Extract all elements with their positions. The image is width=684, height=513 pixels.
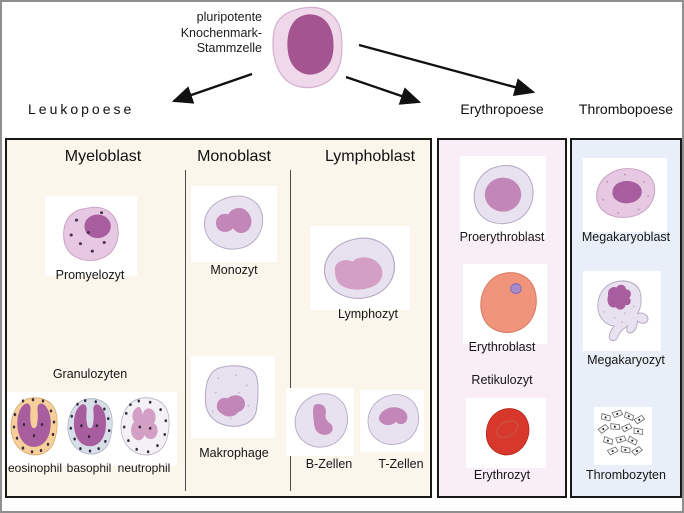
label-basophil: basophil (66, 461, 112, 475)
label-promyelozyt: Promyelozyt (55, 268, 125, 282)
label-lymphozyt: Lymphozyt (338, 307, 398, 321)
stem-cell-label: pluripotente Knochenmark- Stammzelle (150, 10, 262, 57)
stem-cell-label-line1: pluripotente (196, 10, 262, 24)
label-t-zellen: T-Zellen (378, 457, 424, 471)
erythrozyt-cell-graphic (485, 408, 530, 456)
stem-cell-label-line3: Stammzelle (196, 41, 262, 55)
eosinophil-cell-graphic (10, 397, 58, 456)
monozyt-cell-graphic (204, 195, 264, 250)
basophil-granules (69, 399, 111, 453)
stem-cell-nucleus (287, 14, 334, 75)
label-proerythroblast: Proerythroblast (459, 230, 545, 244)
label-retikulozyt: Retikulozyt (471, 373, 533, 387)
erythropoese-box: Proerythroblast Erythroblast Retikulozyt… (437, 138, 567, 498)
arrow-to-erythropoese (345, 75, 422, 105)
megakaryozyt-cell-graphic (597, 280, 649, 342)
neutrophil-nucleus (131, 406, 158, 441)
promyelozyt-cell-graphic (63, 206, 119, 261)
erythroblast-cell-graphic (480, 272, 537, 333)
t-zellen-cell-graphic (367, 394, 420, 445)
label-neutrophil: neutrophil (117, 461, 171, 475)
label-megakaryozyt: Megakaryozyt (587, 353, 665, 367)
branch-label-erythropoese: Erythropoese (460, 101, 544, 117)
header-lymphoblast: Lymphoblast (324, 148, 416, 165)
label-monozyt: Monozyt (210, 263, 258, 277)
promyelozyt-nucleus (84, 214, 111, 239)
label-granulozyten: Granulozyten (52, 367, 128, 381)
megakaryoblast-cell-graphic (596, 168, 656, 218)
stem-cell-graphic (272, 6, 343, 89)
b-zellen-nucleus (313, 403, 333, 435)
label-erythrozyt: Erythrozyt (473, 468, 531, 482)
platelets (597, 409, 646, 456)
column-divider-1 (185, 170, 186, 491)
eosinophil-granules (12, 398, 56, 454)
leukopoese-box: Myeloblast Monoblast Lymphoblast Promyel… (5, 138, 432, 498)
makrophage-nucleus (216, 395, 246, 417)
megakaryozyt-speckles (603, 295, 635, 323)
erythrozyt-body (485, 408, 530, 456)
label-b-zellen: B-Zellen (305, 457, 353, 471)
proerythroblast-cell-graphic (473, 165, 534, 225)
basophil-nucleus (73, 404, 107, 447)
thrombopoese-box: Megakaryoblast Megakaryozyt (570, 138, 682, 498)
makrophage-speckles (211, 374, 250, 420)
erythroblast-body (480, 272, 537, 333)
megakaryoblast-nucleus (612, 181, 642, 204)
lymphozyt-cell-graphic (323, 237, 395, 299)
arrow-to-thrombopoese (358, 43, 536, 97)
t-zellen-nucleus (378, 407, 408, 426)
header-myeloblast: Myeloblast (64, 148, 142, 165)
header-monoblast: Monoblast (197, 148, 271, 165)
arrow-to-leukopoese (171, 72, 253, 104)
neutrophil-granules (122, 399, 168, 454)
label-eosinophil: eosinophil (7, 461, 63, 475)
eosinophil-nucleus (17, 403, 51, 447)
promyelozyt-granules (69, 211, 106, 253)
makrophage-cell-graphic (204, 365, 259, 427)
branch-label-leukopoese: Leukopoese (28, 101, 135, 117)
column-divider-2 (290, 170, 291, 491)
b-zellen-cell-graphic (294, 393, 348, 448)
lymphozyt-nucleus (334, 257, 383, 290)
lineage-arrows (171, 43, 536, 105)
label-thrombozyten: Thrombozyten (586, 468, 666, 482)
megakaryoblast-speckles (602, 173, 650, 214)
basophil-cell-graphic (67, 398, 113, 455)
erythrozyt-concavity (495, 420, 519, 439)
neutrophil-cell-graphic (120, 397, 170, 456)
label-megakaryoblast: Megakaryoblast (581, 230, 671, 244)
erythroblast-nucleus (510, 283, 522, 295)
label-makrophage: Makrophage (199, 446, 269, 460)
branch-label-thrombopoese: Thrombopoese (578, 101, 674, 117)
thrombozyten-graphic (597, 409, 646, 456)
proerythroblast-nucleus (484, 177, 522, 212)
label-erythroblast: Erythroblast (468, 340, 536, 354)
megakaryozyt-nucleus (607, 284, 631, 310)
stem-cell-label-line2: Knochenmark- (180, 25, 262, 40)
monozyt-nucleus (215, 207, 252, 234)
